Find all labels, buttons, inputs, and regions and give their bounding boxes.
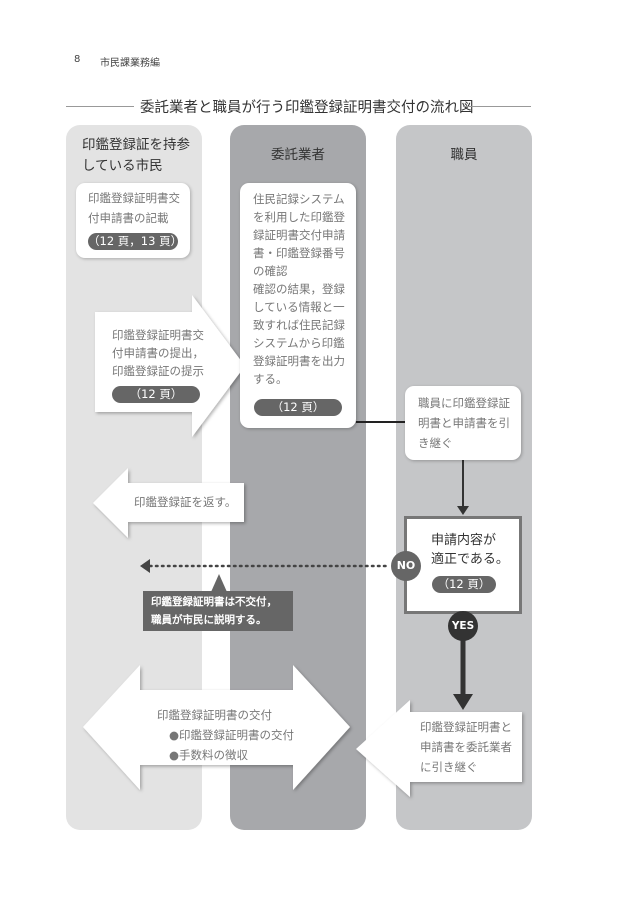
step-text: 書・印鑑登録番号 [253,246,345,260]
issue-title: 印鑑登録証明書の交付 [157,708,272,722]
diagram-title: 委託業者と職員が行う印鑑登録証明書交付の流れ図 [140,100,474,116]
column-header-contractor: 委託業者 [271,147,325,163]
step-contractor-check: 住民記録システム を利用した印鑑登 録証明書交付申請 書・印鑑登録番号 の確認 … [240,183,356,428]
step-staff-to-contractor: 印鑑登録証明書と 申請書を委託業者 に引き継ぐ [420,717,512,777]
no-badge: NO [391,551,421,581]
yes-arrow-head [453,694,473,710]
page-ref-badge: （12 頁） [432,576,496,593]
handover-to-contractor-arrow [356,700,522,797]
step-text: に引き継ぐ [420,760,478,774]
step-issue: 印鑑登録証明書の交付 ●印鑑登録証明書の交付 ●手数料の徴収 [157,705,294,765]
step-text: 印鑑登録証明書交 [88,191,180,205]
page-ref-badge: （12 頁，13 頁） [88,233,183,250]
callout-pointer [211,574,227,592]
step-text: 印鑑登録証の提示 [112,364,204,378]
title-rule-left [66,106,134,107]
step-staff-handover: 職員に印鑑登録証 明書と申請書を引 き継ぐ [405,386,521,460]
issue-bullet: ●印鑑登録証明書の交付 [169,728,295,742]
step-fill-application: 印鑑登録証明書交 付申請書の記載 （12 頁，13 頁） [76,183,190,258]
column-header-staff: 職員 [450,147,478,163]
no-arrow-head [140,559,150,573]
return-card-arrow [93,468,244,538]
page-ref-badge: （12 頁） [254,399,342,416]
step-text: 付申請書の提出， [112,346,204,360]
title-rule-right [463,106,531,107]
step-text: 職員に印鑑登録証 [418,396,510,410]
step-text: 明書と申請書を引 [418,416,510,430]
step-text: 付申請書の記載 [88,211,169,225]
column-header-citizen: 印鑑登録証を持参 している市民 [82,135,190,177]
step-text: 申請書を委託業者 [420,740,512,754]
step-text: 致すれば住民記録 [253,318,345,332]
yes-badge: YES [448,611,478,641]
step-text: 印鑑登録証明書交 [112,328,204,342]
page-ref-badge: （12 頁） [112,386,200,403]
header-line: 印鑑登録証を持参 [82,137,190,153]
issue-double-arrow [83,665,350,790]
step-text: 住民記録システム [253,192,345,206]
step-return-card: 印鑑登録証を返す。 [134,495,237,509]
decision-text: 適正である。 [431,552,509,567]
header-line: している市民 [82,158,163,174]
decision-text: 申請内容が [431,533,497,548]
step-text: 印鑑登録証明書と [420,720,512,734]
step-text: を利用した印鑑登 [253,210,345,224]
step-submit-text: 印鑑登録証明書交 付申請書の提出， 印鑑登録証の提示 [112,326,204,380]
callout-text: 印鑑登録証明書は不交付， [151,596,277,608]
decision-box: 申請内容が 適正である。 （12 頁） [404,516,522,614]
not-issued-callout: 印鑑登録証明書は不交付， 職員が市民に説明する。 [143,591,293,631]
step-text: システムから印鑑 [253,336,345,350]
down-arrow-head [457,506,469,515]
issue-bullet: ●手数料の徴収 [169,748,249,762]
step-text: 登録証明書を出力 [253,354,345,368]
step-text: 確認の結果，登録 [253,282,345,296]
step-text: 録証明書交付申請 [253,228,345,242]
step-text: する。 [253,372,288,386]
section-label: 市民課業務編 [100,58,160,69]
step-text: き継ぐ [418,436,453,450]
step-text: の確認 [253,264,288,278]
callout-text: 職員が市民に説明する。 [151,614,267,626]
page-number: 8 [74,54,81,65]
step-text: している情報と一 [253,300,345,314]
